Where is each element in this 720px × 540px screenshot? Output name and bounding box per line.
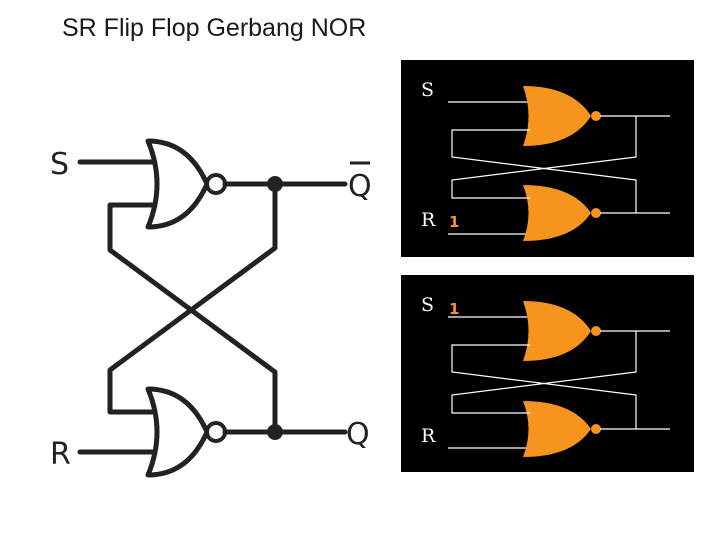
panel-bottom-label-s: S: [421, 294, 434, 316]
panel-top-bubble-lower: [591, 208, 601, 218]
inverter-bubble-top: [205, 173, 227, 195]
inverter-bubble-bottom: [205, 421, 227, 443]
wire-feedback-q-to-top: [107, 202, 278, 435]
panel-bottom-feedback-a: [451, 344, 637, 429]
junction-dot-top: [267, 176, 283, 192]
panel-bottom-gate-lower: [523, 401, 591, 457]
panel-bottom-bubble-lower: [591, 424, 601, 434]
nor-gate-bottom: [145, 386, 210, 478]
wire-feedback-qbar-to-bottom: [107, 181, 278, 415]
label-output-q: Q: [346, 417, 370, 452]
nor-gate-top: [145, 138, 210, 230]
label-input-r: R: [50, 437, 71, 472]
panel-bottom-bubble-upper: [591, 326, 601, 336]
panel-bottom-value-s: 1: [449, 300, 459, 318]
panel-top: S R 1: [401, 60, 694, 257]
panel-top-gate-upper: [523, 86, 591, 146]
junction-dot-bottom: [267, 424, 283, 440]
main-sr-flip-flop: S R Q Q: [50, 138, 372, 478]
slide-title: SR Flip Flop Gerbang NOR: [62, 14, 367, 42]
label-output-q-not: Q: [348, 169, 372, 204]
panel-bottom: S 1 R: [401, 275, 694, 472]
panel-top-gate-lower: [523, 185, 591, 241]
panel-top-value-r: 1: [449, 213, 459, 231]
panel-bottom-label-r: R: [421, 425, 436, 447]
panel-top-feedback-b: [451, 116, 637, 199]
panel-top-label-s: S: [421, 79, 434, 101]
panel-top-feedback-a: [451, 129, 637, 213]
panel-top-label-r: R: [421, 209, 436, 231]
panel-bottom-gate-upper: [523, 301, 591, 361]
panel-bottom-feedback-b: [451, 331, 637, 414]
panel-top-bubble-upper: [591, 111, 601, 121]
label-input-s: S: [50, 147, 69, 182]
